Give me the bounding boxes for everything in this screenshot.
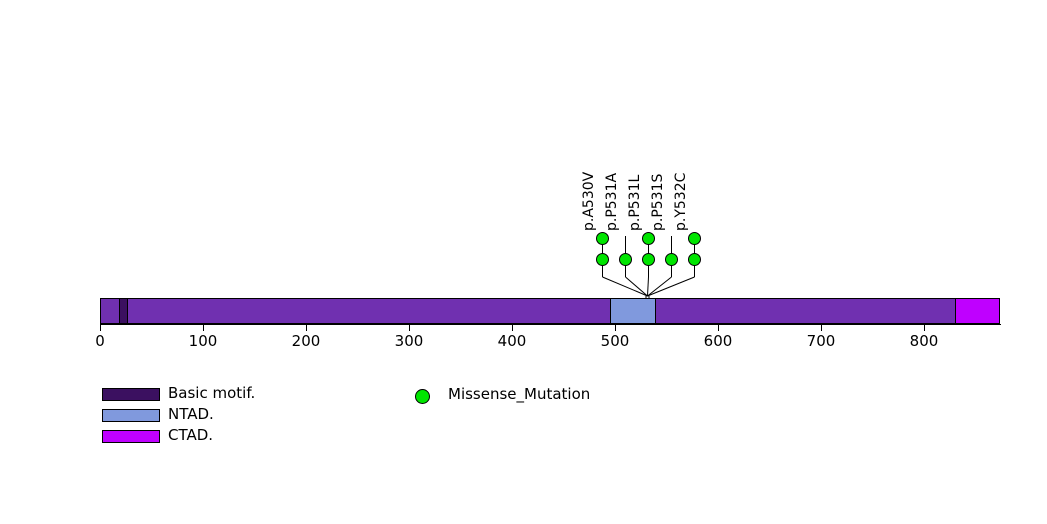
mutation-label-p.P531L: p.P531L — [627, 174, 643, 231]
axis-tick-label-600: 600 — [703, 332, 733, 350]
legend-swatch-basic-motif — [102, 388, 160, 401]
axis-tick-label-500: 500 — [600, 332, 630, 350]
protein-domain-basic-motif[interactable] — [118, 299, 128, 323]
lollipop-dot-p.Y532C[interactable] — [688, 231, 701, 245]
protein-domain-ctad[interactable] — [954, 299, 1000, 323]
legend-label-ctad: CTAD. — [168, 426, 214, 444]
axis-tick-700 — [821, 324, 822, 331]
lollipop-dot-p.P531A[interactable] — [619, 252, 632, 266]
axis-tick-label-400: 400 — [497, 332, 527, 350]
axis-tick-100 — [203, 324, 204, 331]
protein-domain-ntad[interactable] — [609, 299, 657, 323]
lollipop-dot-p.A530V[interactable] — [596, 252, 609, 266]
axis-tick-0 — [100, 324, 101, 331]
mutation-label-p.A530V: p.A530V — [581, 171, 597, 231]
protein-backbone-bar[interactable] — [100, 298, 1000, 324]
mutation-label-p.P531A: p.P531A — [604, 172, 620, 231]
lollipop-dot-p.Y532C[interactable] — [688, 252, 701, 266]
axis-tick-200 — [306, 324, 307, 331]
axis-tick-600 — [718, 324, 719, 331]
x-axis-line — [100, 324, 1001, 325]
lollipop-connector — [647, 276, 649, 297]
axis-tick-400 — [512, 324, 513, 331]
axis-tick-800 — [924, 324, 925, 331]
axis-tick-label-200: 200 — [291, 332, 321, 350]
axis-tick-label-300: 300 — [394, 332, 424, 350]
axis-tick-label-0: 0 — [95, 332, 105, 350]
axis-tick-500 — [615, 324, 616, 331]
lollipop-connector — [602, 276, 648, 297]
axis-tick-label-800: 800 — [909, 332, 939, 350]
mutation-label-p.P531S: p.P531S — [650, 173, 666, 231]
legend-label-basic-motif: Basic motif. — [168, 384, 256, 402]
legend-label-missense_mutation: Missense_Mutation — [448, 385, 591, 403]
legend-label-ntad: NTAD. — [168, 405, 214, 423]
lollipop-connector — [625, 276, 648, 297]
lollipop-dot-p.P531L[interactable] — [642, 231, 655, 245]
lollipop-connector — [647, 276, 672, 297]
legend-swatch-ntad — [102, 409, 160, 422]
lollipop-connector — [647, 276, 695, 297]
axis-tick-label-100: 100 — [188, 332, 218, 350]
axis-tick-label-700: 700 — [806, 332, 836, 350]
mutation-label-p.Y532C: p.Y532C — [673, 172, 689, 231]
circle-marker-icon — [415, 389, 430, 404]
lollipop-dot-p.A530V[interactable] — [596, 231, 609, 245]
axis-tick-300 — [409, 324, 410, 331]
lollipop-dot-p.P531S[interactable] — [665, 252, 678, 266]
legend-swatch-ctad — [102, 430, 160, 443]
lollipop-dot-p.P531L[interactable] — [642, 252, 655, 266]
